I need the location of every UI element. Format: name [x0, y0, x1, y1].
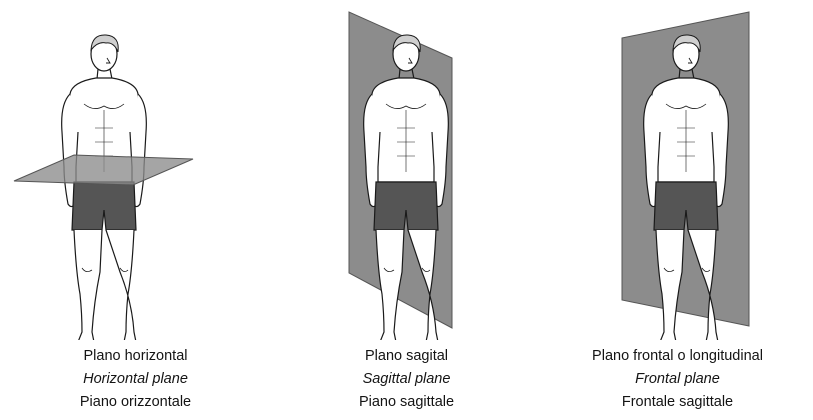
caption-italian: Piano orizzontale [0, 391, 271, 414]
caption-sagittal: Plano sagital Sagittal plane Piano sagit… [271, 345, 542, 414]
caption-italian: Piano sagittale [271, 391, 542, 414]
frontal-plane-illustration [542, 0, 813, 340]
panel-sagittal-plane: Plano sagital Sagittal plane Piano sagit… [271, 0, 542, 420]
human-figure [62, 35, 147, 340]
panel-horizontal-plane: Plano horizontal Horizontal plane Piano … [0, 0, 271, 420]
sagittal-plane-illustration [271, 0, 542, 340]
caption-spanish: Plano frontal o longitudinal [542, 345, 813, 368]
caption-horizontal: Plano horizontal Horizontal plane Piano … [0, 345, 271, 414]
horizontal-plane-illustration [0, 0, 271, 340]
horizontal-plane-sheet [14, 155, 193, 185]
caption-frontal: Plano frontal o longitudinal Frontal pla… [542, 345, 813, 414]
caption-english: Frontal plane [542, 368, 813, 391]
caption-spanish: Plano sagital [271, 345, 542, 368]
caption-english: Horizontal plane [0, 368, 271, 391]
caption-english: Sagittal plane [271, 368, 542, 391]
caption-italian: Frontale sagittale [542, 391, 813, 414]
panel-frontal-plane: Plano frontal o longitudinal Frontal pla… [542, 0, 813, 420]
caption-spanish: Plano horizontal [0, 345, 271, 368]
